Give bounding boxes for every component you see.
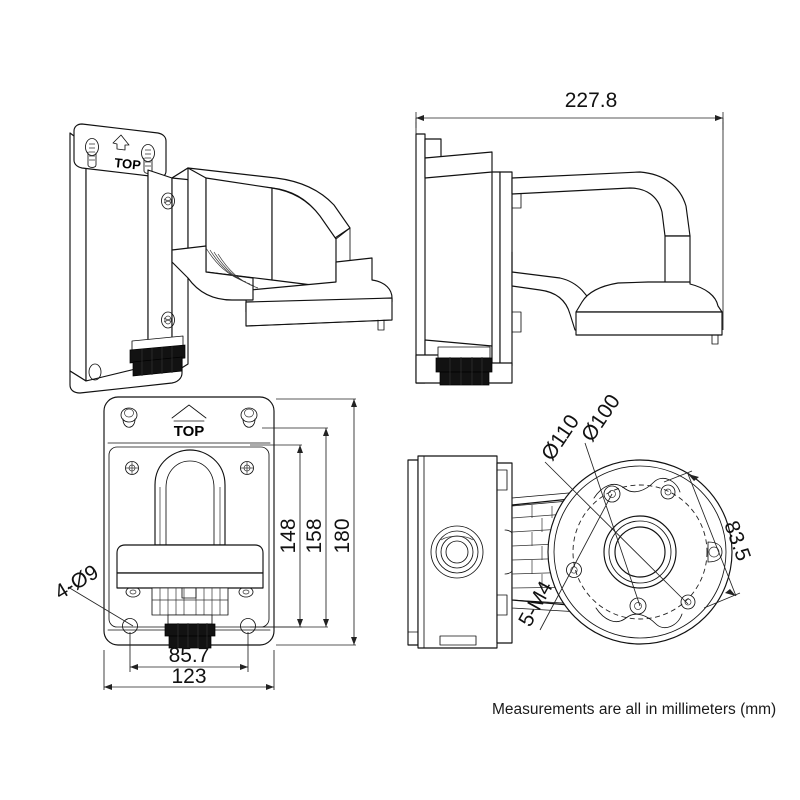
bp-bolt-circle bbox=[572, 484, 708, 620]
side-arm-neck bbox=[664, 235, 691, 289]
bp-side-boss bbox=[430, 525, 484, 579]
iso-dome-clip bbox=[377, 319, 385, 331]
bp-screw-2 bbox=[660, 484, 676, 500]
front-plan-view: TOP bbox=[51, 396, 357, 690]
iso-screw-upper bbox=[161, 192, 175, 210]
plan-channel-notch bbox=[181, 587, 197, 599]
side-column-a bbox=[491, 171, 501, 367]
dimension-85-7-line bbox=[130, 664, 248, 670]
bp-pad-bottom bbox=[595, 607, 683, 628]
plan-cable-channel bbox=[151, 587, 229, 616]
bp-body-foot bbox=[439, 635, 477, 646]
iso-arm-side-b bbox=[205, 177, 273, 281]
dimension-148-line bbox=[297, 445, 303, 627]
bp-hub-mid bbox=[608, 520, 672, 584]
bp-screw-4 bbox=[629, 597, 647, 615]
dimension-123-text: 123 bbox=[171, 665, 206, 688]
plan-arm-arch bbox=[154, 449, 226, 546]
plan-keyhole-right bbox=[240, 407, 258, 428]
plan-dome-band bbox=[116, 572, 264, 589]
bp-flange-lug bbox=[707, 541, 723, 563]
iso-top-label: TOP bbox=[114, 155, 142, 173]
bp-screw-3 bbox=[566, 562, 582, 578]
up-arrow-icon bbox=[171, 404, 207, 419]
leader-d100 bbox=[584, 442, 641, 607]
iso-foot-hole bbox=[88, 363, 102, 381]
bp-pad-top bbox=[593, 478, 681, 499]
bp-screw-1 bbox=[603, 485, 621, 503]
plan-screw-upper-right bbox=[240, 461, 254, 475]
iso-dome-line bbox=[245, 319, 393, 327]
dimension-83-5-line bbox=[663, 470, 741, 609]
plan-dome-top bbox=[116, 544, 264, 574]
bp-clip-top bbox=[496, 469, 508, 491]
plan-keyhole-left bbox=[120, 407, 138, 428]
dimension-123-line bbox=[104, 684, 274, 690]
side-dome-band bbox=[575, 311, 723, 336]
plan-top-label: TOP bbox=[174, 423, 205, 440]
bp-column bbox=[496, 462, 513, 644]
isometric-view: TOP bbox=[69, 123, 393, 394]
iso-screw-lower bbox=[161, 311, 175, 329]
bp-body-edge bbox=[407, 459, 419, 646]
iso-plate-edge bbox=[69, 132, 87, 382]
side-wallplate bbox=[415, 133, 426, 384]
callout-4xd9-leader bbox=[67, 586, 134, 627]
bp-flange-outer bbox=[547, 459, 733, 645]
bp-clip-bottom bbox=[496, 594, 508, 616]
dimension-180-text: 180 bbox=[331, 518, 354, 553]
dimension-180-line bbox=[351, 399, 357, 645]
side-dome-clip bbox=[711, 334, 719, 345]
leader-d110 bbox=[544, 461, 689, 605]
leader-5m4 bbox=[539, 493, 613, 631]
dimension-158-text: 158 bbox=[303, 518, 326, 553]
iso-cable-gland bbox=[129, 335, 186, 377]
iso-keyhole-left bbox=[85, 138, 99, 168]
bp-screw-5 bbox=[680, 594, 696, 610]
bp-hub-outer bbox=[603, 515, 677, 589]
side-elevation-view: 227.8 bbox=[415, 89, 724, 386]
side-plate-tab-top bbox=[424, 138, 442, 159]
side-clip-lower bbox=[511, 311, 522, 333]
up-arrow-icon bbox=[112, 134, 130, 151]
dimension-227-8-text: 227.8 bbox=[565, 89, 618, 112]
plan-cable-gland bbox=[164, 614, 216, 649]
plan-screw-upper-left bbox=[125, 461, 139, 475]
dimension-148-text: 148 bbox=[277, 518, 300, 553]
bp-body-face bbox=[417, 455, 498, 649]
dimension-158-line bbox=[323, 428, 329, 627]
iso-gusset bbox=[171, 245, 254, 301]
plan-arm-arch-inner bbox=[165, 460, 215, 546]
bp-flange-inner-ring bbox=[553, 465, 727, 639]
side-column-b bbox=[499, 171, 513, 367]
bp-hub-bore bbox=[614, 526, 666, 578]
side-cable-gland bbox=[435, 346, 493, 386]
iso-top-tab bbox=[73, 123, 167, 178]
dimension-85-7-text: 85.7 bbox=[169, 644, 210, 667]
units-note: Measurements are all in millimeters (mm) bbox=[492, 701, 776, 718]
